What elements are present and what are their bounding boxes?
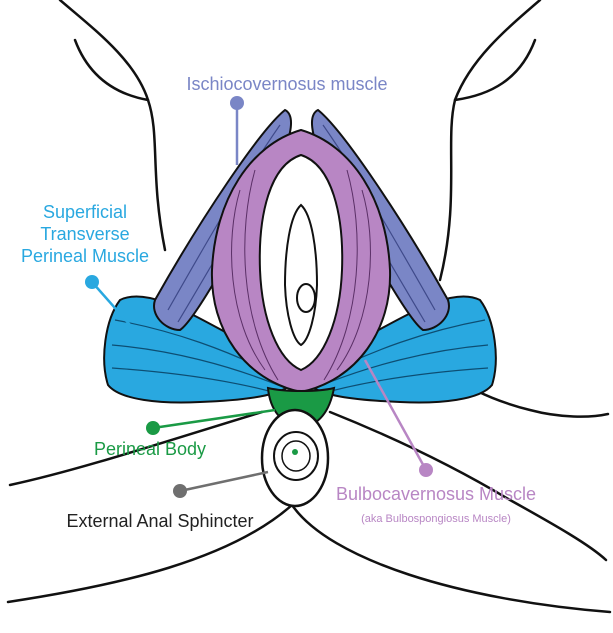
label-bulbocavernosus-sub: (aka Bulbospongiosus Muscle) (361, 513, 511, 525)
label-perineal-body: Perineal Body (94, 439, 206, 459)
external-anal-sphincter (260, 408, 330, 508)
label-transverse-line2: Transverse (40, 224, 129, 244)
transverse-perineal-muscle (103, 295, 497, 404)
label-ischiocavernosus: Ischiocovernosus muscle (186, 74, 387, 94)
body-outline (6, 0, 612, 614)
leader-transverse (85, 275, 131, 326)
bulbocavernosus-muscle (210, 128, 392, 394)
leader-perineal-body (146, 408, 276, 435)
leader-ischiocavernosus (230, 96, 244, 165)
leader-bulbocavernosus (363, 359, 433, 477)
label-transverse-line3: Perineal Muscle (21, 246, 149, 266)
leader-anal-sphincter (173, 470, 269, 498)
label-anal-sphincter: External Anal Sphincter (66, 511, 253, 531)
label-transverse-line1: Superficial (43, 202, 127, 222)
label-bulbocavernosus: Bulbocavernosus Muscle (336, 484, 536, 504)
